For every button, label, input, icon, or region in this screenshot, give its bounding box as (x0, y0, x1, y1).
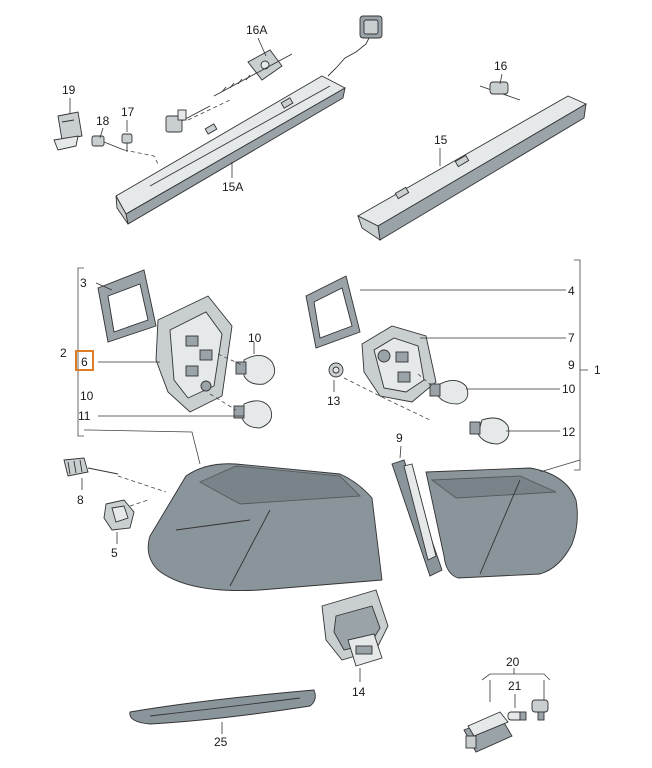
label-16: 16 (494, 59, 508, 73)
label-2: 2 (60, 346, 67, 360)
label-9-right: 9 (568, 358, 575, 372)
brake-light-15a[interactable] (115, 75, 346, 225)
label-13: 13 (327, 394, 341, 408)
seal-9[interactable] (391, 459, 443, 577)
label-12: 12 (562, 425, 576, 439)
label-18: 18 (96, 114, 110, 128)
trim-strip-25[interactable] (129, 689, 316, 725)
bulb-10-right[interactable] (429, 380, 469, 405)
stud-16a[interactable] (213, 53, 293, 97)
label-4: 4 (568, 284, 575, 298)
bracket-16a[interactable] (247, 49, 283, 81)
housing-14[interactable] (321, 589, 389, 667)
label-21: 21 (508, 679, 522, 693)
nut-13[interactable] (328, 362, 344, 378)
label-25: 25 (214, 735, 228, 749)
label-3: 3 (80, 276, 87, 290)
label-15: 15 (434, 133, 448, 147)
clip-19[interactable] (53, 111, 83, 151)
label-5: 5 (111, 546, 118, 560)
bulb-carrier-7[interactable] (361, 325, 437, 403)
label-19: 19 (62, 83, 76, 97)
screw-18[interactable] (91, 135, 125, 151)
grommet-assembly[interactable] (165, 105, 211, 133)
bulb-socket[interactable] (531, 699, 549, 721)
label-8: 8 (77, 493, 84, 507)
label-10-right: 10 (562, 382, 576, 396)
connector-cable (327, 15, 383, 77)
bulb-carrier-6[interactable] (155, 295, 233, 413)
label-11: 11 (78, 409, 91, 423)
bulb-21[interactable] (507, 711, 527, 721)
bulb-10-left[interactable] (235, 355, 276, 385)
label-9-lower: 9 (396, 431, 403, 445)
label-14: 14 (352, 685, 366, 699)
label-10-left-b: 10 (248, 331, 262, 345)
label-10-left-a: 10 (80, 389, 94, 403)
screw-17[interactable] (121, 133, 133, 152)
label-1: 1 (594, 363, 601, 377)
tail-light-right[interactable] (425, 467, 578, 579)
bulb-12[interactable] (469, 417, 510, 445)
license-plate-light-20[interactable] (463, 711, 513, 753)
label-15a: 15A (222, 180, 243, 194)
label-6: 6 (81, 355, 88, 369)
bulb-11[interactable] (233, 400, 273, 429)
tail-light-left[interactable] (147, 463, 383, 591)
label-7: 7 (568, 331, 575, 345)
label-17: 17 (121, 105, 135, 119)
gasket-3[interactable] (97, 269, 157, 343)
screw-8[interactable] (63, 457, 119, 477)
highlight-box-6 (75, 350, 94, 371)
gasket-4[interactable] (305, 275, 361, 349)
label-20: 20 (506, 655, 520, 669)
label-16a: 16A (246, 23, 267, 37)
clip-5[interactable] (103, 499, 135, 531)
brake-light-15[interactable] (357, 95, 587, 241)
bulb-holder-16[interactable] (479, 81, 521, 101)
